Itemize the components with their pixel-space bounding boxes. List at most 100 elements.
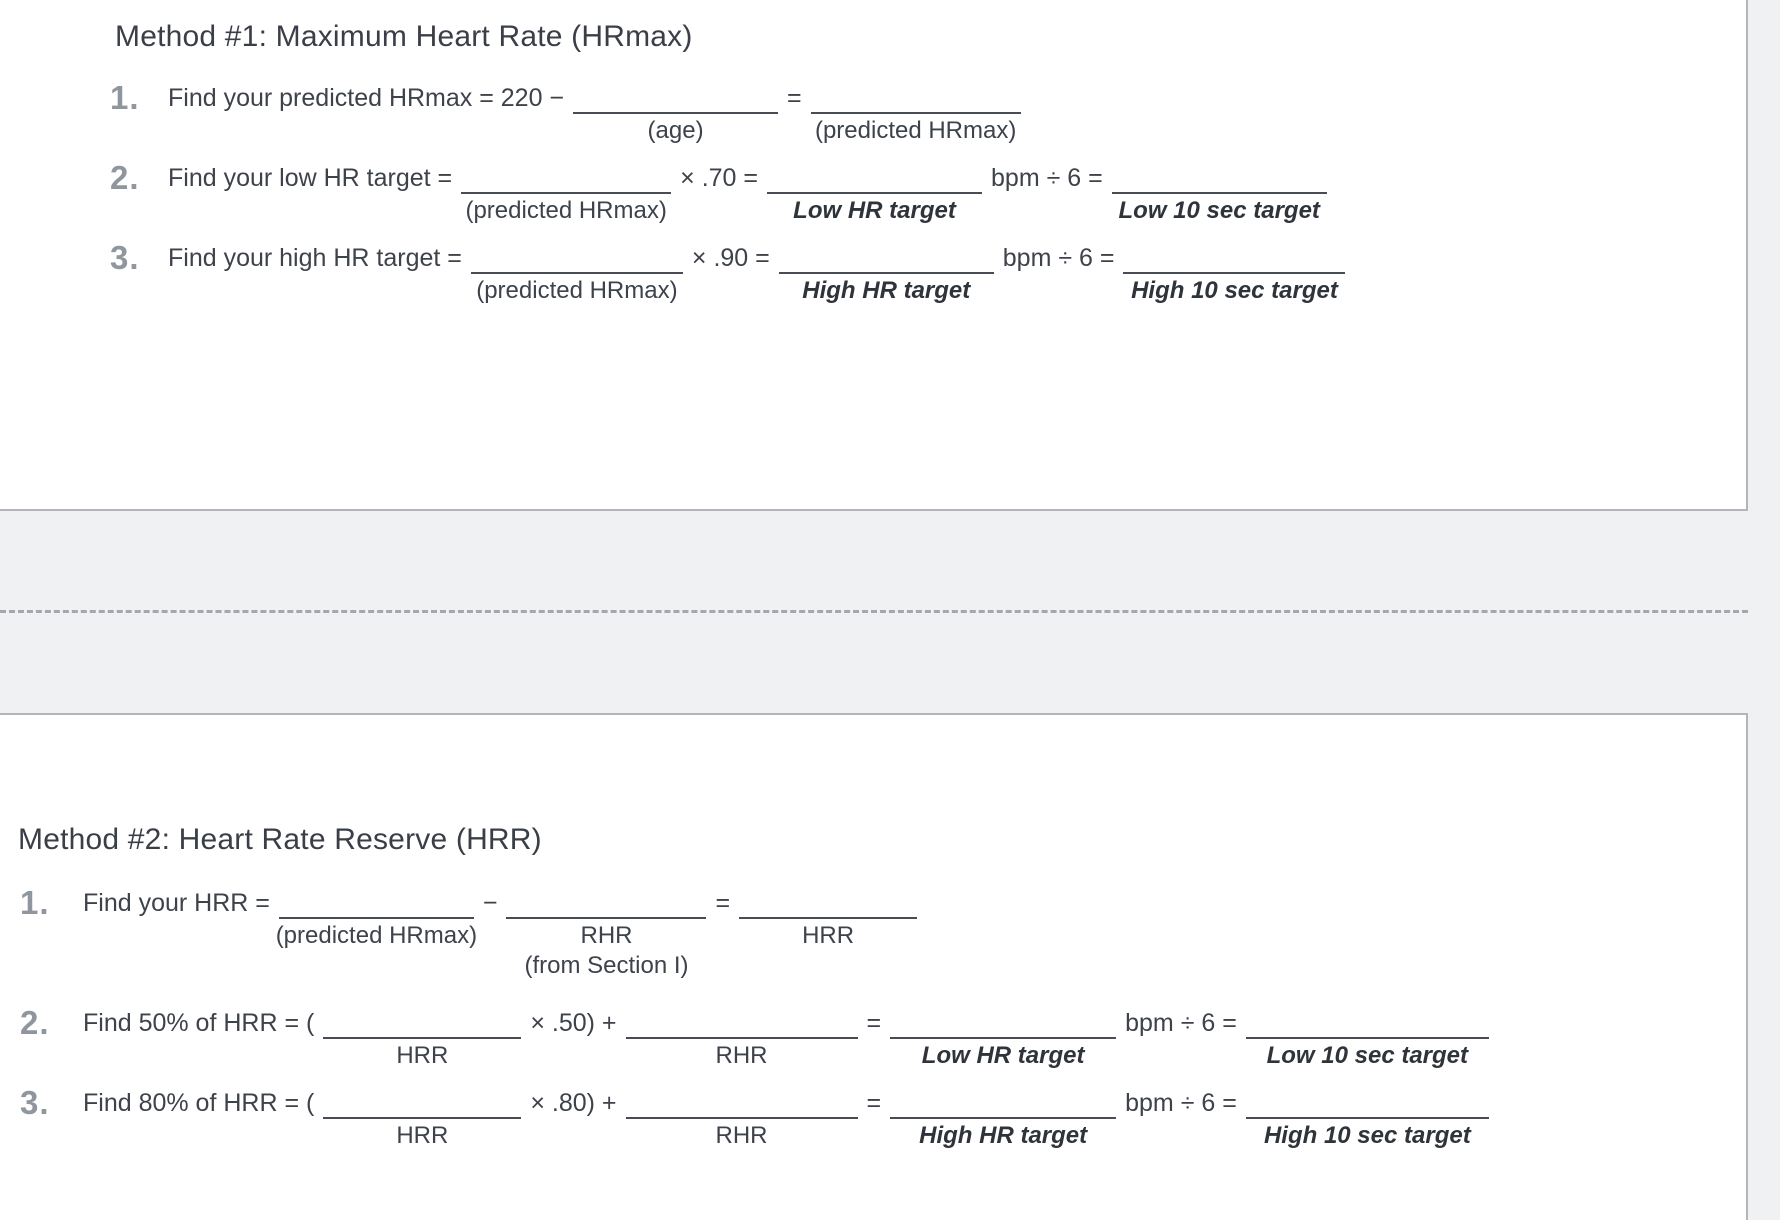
- step-1-lead-text: Find your HRR =: [83, 889, 270, 917]
- minus-sign: −: [482, 889, 498, 917]
- blank-line: [1111, 160, 1327, 194]
- method-2-step-3: 3. Find 80% of HRR = ( HRR × .80) + RHR …: [20, 1085, 1746, 1149]
- blank-rhr: RHR (from Section I): [506, 885, 707, 979]
- blank-high-10-sec-target: High 10 sec target: [1123, 240, 1346, 304]
- blank-predicted-hrmax: (predicted HRmax): [470, 240, 683, 304]
- blank-predicted-hrmax: (predicted HRmax): [810, 80, 1021, 144]
- page-method-2: Method #2: Heart Rate Reserve (HRR) 1. F…: [0, 713, 1748, 1220]
- blank-line: [278, 885, 474, 919]
- step-1-number: 1.: [110, 79, 140, 116]
- method-1-steps: 1. Find your predicted HRmax = 220 − (ag…: [110, 80, 1746, 304]
- page-method-1: Method #1: Maximum Heart Rate (HRmax) 1.…: [0, 0, 1748, 511]
- step-3-lead-text: Find 80% of HRR = (: [83, 1089, 315, 1117]
- blank-line: [506, 885, 707, 919]
- blank-label-high-hr-target: High HR target: [802, 277, 971, 304]
- bpm-divide-6-equals: bpm ÷ 6 =: [991, 164, 1103, 192]
- blank-low-10-sec-target: Low 10 sec target: [1245, 1005, 1489, 1069]
- step-1-formula: Find your HRR = (predicted HRmax) − RHR …: [83, 885, 918, 979]
- step-2-formula: Find 50% of HRR = ( HRR × .50) + RHR = L…: [83, 1005, 1489, 1069]
- blank-high-10-sec-target: High 10 sec target: [1245, 1085, 1489, 1149]
- blank-hrr: HRR: [323, 1085, 522, 1149]
- step-1-lead-text: Find your predicted HRmax = 220 −: [168, 84, 565, 112]
- blank-line: [810, 80, 1021, 114]
- method-1-step-2: 2. Find your low HR target = (predicted …: [110, 160, 1746, 224]
- blank-label-low-10-sec-target: Low 10 sec target: [1266, 1042, 1469, 1069]
- times-point50-plus: × .50) +: [530, 1009, 617, 1037]
- blank-predicted-hrmax: (predicted HRmax): [275, 885, 478, 949]
- method-2-step-2: 2. Find 50% of HRR = ( HRR × .50) + RHR …: [20, 1005, 1746, 1069]
- equals-sign: =: [866, 1009, 882, 1037]
- method-1-step-3: 3. Find your high HR target = (predicted…: [110, 240, 1746, 304]
- blank-line: [1245, 1005, 1489, 1039]
- step-2-lead-text: Find your low HR target =: [168, 164, 453, 192]
- step-2-number: 2.: [20, 1004, 50, 1041]
- step-3-formula: Find your high HR target = (predicted HR…: [168, 240, 1346, 304]
- blank-label-low-hr-target: Low HR target: [921, 1042, 1085, 1069]
- blank-label-low-hr-target: Low HR target: [793, 197, 956, 224]
- blank-label-high-hr-target: High HR target: [919, 1122, 1088, 1149]
- method-2-steps: 1. Find your HRR = (predicted HRmax) − R…: [20, 885, 1746, 1149]
- equals-sign: =: [715, 889, 731, 917]
- equals-sign: =: [866, 1089, 882, 1117]
- blank-hrr: HRR: [323, 1005, 522, 1069]
- blank-line: [890, 1005, 1117, 1039]
- blank-rhr: RHR: [625, 1005, 858, 1069]
- page-break-dashed-line: [0, 610, 1748, 613]
- blank-line: [625, 1005, 858, 1039]
- blank-line: [739, 885, 918, 919]
- blank-label-hrr: HRR: [802, 922, 855, 949]
- blank-label-predicted-hrmax: (predicted HRmax): [476, 277, 678, 304]
- bpm-divide-6-equals: bpm ÷ 6 =: [1125, 1089, 1237, 1117]
- blank-label-rhr: RHR: [580, 922, 633, 949]
- blank-line: [323, 1005, 522, 1039]
- method-1-title: Method #1: Maximum Heart Rate (HRmax): [115, 20, 693, 53]
- method-2-title: Method #2: Heart Rate Reserve (HRR): [18, 823, 542, 856]
- blank-line: [1123, 240, 1346, 274]
- blank-hrr: HRR: [739, 885, 918, 949]
- blank-line: [625, 1085, 858, 1119]
- equals-sign: =: [787, 84, 802, 112]
- bpm-divide-6-equals: bpm ÷ 6 =: [1002, 244, 1115, 272]
- blank-age: (age): [573, 80, 779, 144]
- method-1-step-1: 1. Find your predicted HRmax = 220 − (ag…: [110, 80, 1746, 144]
- blank-rhr: RHR: [625, 1085, 858, 1149]
- blank-label-high-10-sec-target: High 10 sec target: [1263, 1122, 1471, 1149]
- blank-label-rhr: RHR: [715, 1122, 768, 1149]
- blank-label-low-10-sec-target: Low 10 sec target: [1118, 197, 1320, 224]
- blank-line: [323, 1085, 522, 1119]
- times-point70-equals: × .70 =: [680, 164, 759, 192]
- blank-line: [890, 1085, 1117, 1119]
- blank-low-hr-target: Low HR target: [767, 160, 983, 224]
- blank-low-hr-target: Low HR target: [890, 1005, 1117, 1069]
- blank-label-hrr: HRR: [396, 1122, 449, 1149]
- step-3-number: 3.: [20, 1084, 50, 1121]
- step-1-number: 1.: [20, 884, 50, 921]
- blank-label-from-section-1: (from Section I): [524, 952, 689, 979]
- step-3-number: 3.: [110, 239, 140, 276]
- step-3-formula: Find 80% of HRR = ( HRR × .80) + RHR = H…: [83, 1085, 1489, 1149]
- blank-line: [470, 240, 683, 274]
- blank-label-high-10-sec-target: High 10 sec target: [1131, 277, 1338, 304]
- bpm-divide-6-equals: bpm ÷ 6 =: [1125, 1009, 1237, 1037]
- blank-line: [573, 80, 779, 114]
- blank-low-10-sec-target: Low 10 sec target: [1111, 160, 1327, 224]
- blank-line: [1245, 1085, 1489, 1119]
- blank-label-predicted-hrmax: (predicted HRmax): [275, 922, 478, 949]
- step-1-formula: Find your predicted HRmax = 220 − (age) …: [168, 80, 1021, 144]
- step-2-lead-text: Find 50% of HRR = (: [83, 1009, 315, 1037]
- blank-line: [461, 160, 672, 194]
- method-2-step-1: 1. Find your HRR = (predicted HRmax) − R…: [20, 885, 1746, 979]
- blank-label-age: (age): [647, 117, 704, 144]
- blank-high-hr-target: High HR target: [890, 1085, 1117, 1149]
- blank-line: [767, 160, 983, 194]
- blank-label-rhr: RHR: [715, 1042, 768, 1069]
- blank-predicted-hrmax: (predicted HRmax): [461, 160, 672, 224]
- step-2-formula: Find your low HR target = (predicted HRm…: [168, 160, 1327, 224]
- blank-label-predicted-hrmax: (predicted HRmax): [814, 117, 1017, 144]
- blank-high-hr-target: High HR target: [778, 240, 994, 304]
- step-3-lead-text: Find your high HR target =: [168, 244, 462, 272]
- times-point90-equals: × .90 =: [691, 244, 770, 272]
- times-point80-plus: × .80) +: [530, 1089, 617, 1117]
- step-2-number: 2.: [110, 159, 140, 196]
- blank-label-predicted-hrmax: (predicted HRmax): [465, 197, 667, 224]
